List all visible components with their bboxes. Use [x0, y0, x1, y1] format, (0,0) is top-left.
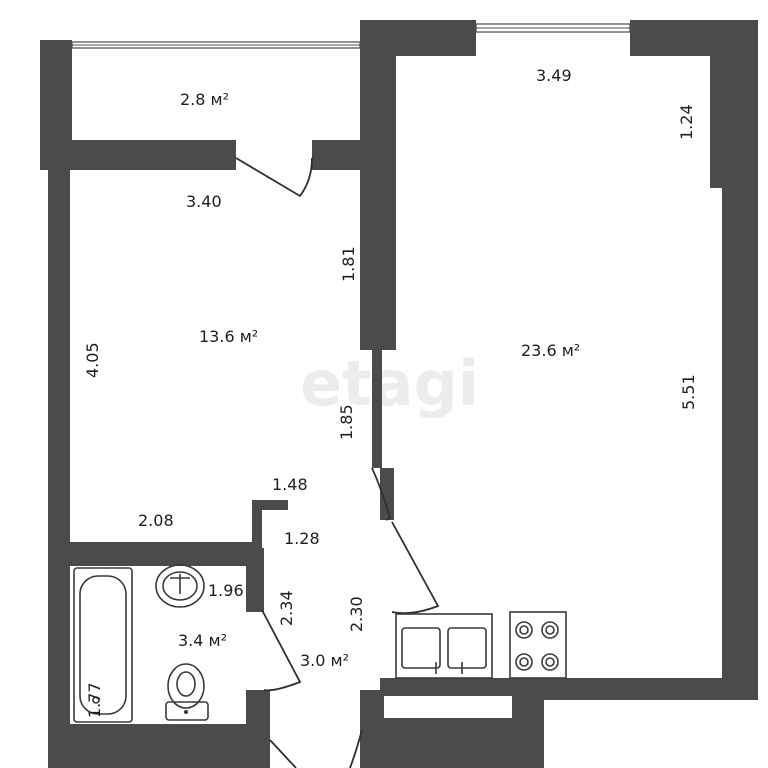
watermark-text: etagi — [300, 347, 479, 420]
dim-balcony-width: 3.40 — [186, 192, 222, 211]
dim-bedroom-bottom: 2.08 — [138, 511, 174, 530]
dim-hall-right: 2.30 — [347, 596, 366, 632]
bathroom-area: 3.4 м² — [178, 631, 227, 650]
dim-hall-left: 2.34 — [277, 590, 296, 626]
dim-living-top: 3.49 — [536, 66, 572, 85]
living-area: 23.6 м² — [521, 341, 580, 360]
balcony-area: 2.8 м² — [180, 90, 229, 109]
dim-hall-inner-top: 1.28 — [284, 529, 320, 548]
dim-bedroom-height: 4.05 — [83, 342, 102, 378]
doors — [235, 157, 440, 768]
stove-icon — [509, 611, 567, 679]
walls — [40, 20, 758, 768]
bathtub — [73, 567, 133, 723]
hall-area: 3.0 м² — [300, 651, 349, 670]
dim-living-top-right: 1.24 — [677, 104, 696, 140]
dim-bath-height: 1.77 — [85, 682, 104, 718]
dimensions: 3.40 1.81 4.05 1.85 2.08 3.49 1.24 5.51 … — [83, 66, 698, 718]
toilet-icon — [165, 663, 209, 721]
windows — [71, 23, 631, 49]
dim-hall-top: 1.48 — [272, 475, 308, 494]
dim-bath-width: 1.96 — [208, 581, 244, 600]
bedroom-area: 13.6 м² — [199, 327, 258, 346]
room-areas: 2.8 м² 13.6 м² 23.6 м² 3.4 м² 3.0 м² — [178, 90, 580, 670]
dim-living-right: 5.51 — [679, 374, 698, 410]
sink-icon — [155, 564, 205, 608]
kitchen-sink-icon — [395, 613, 493, 679]
dim-bedroom-right-bottom: 1.85 — [337, 404, 356, 440]
dim-bedroom-right-top: 1.81 — [339, 246, 358, 282]
